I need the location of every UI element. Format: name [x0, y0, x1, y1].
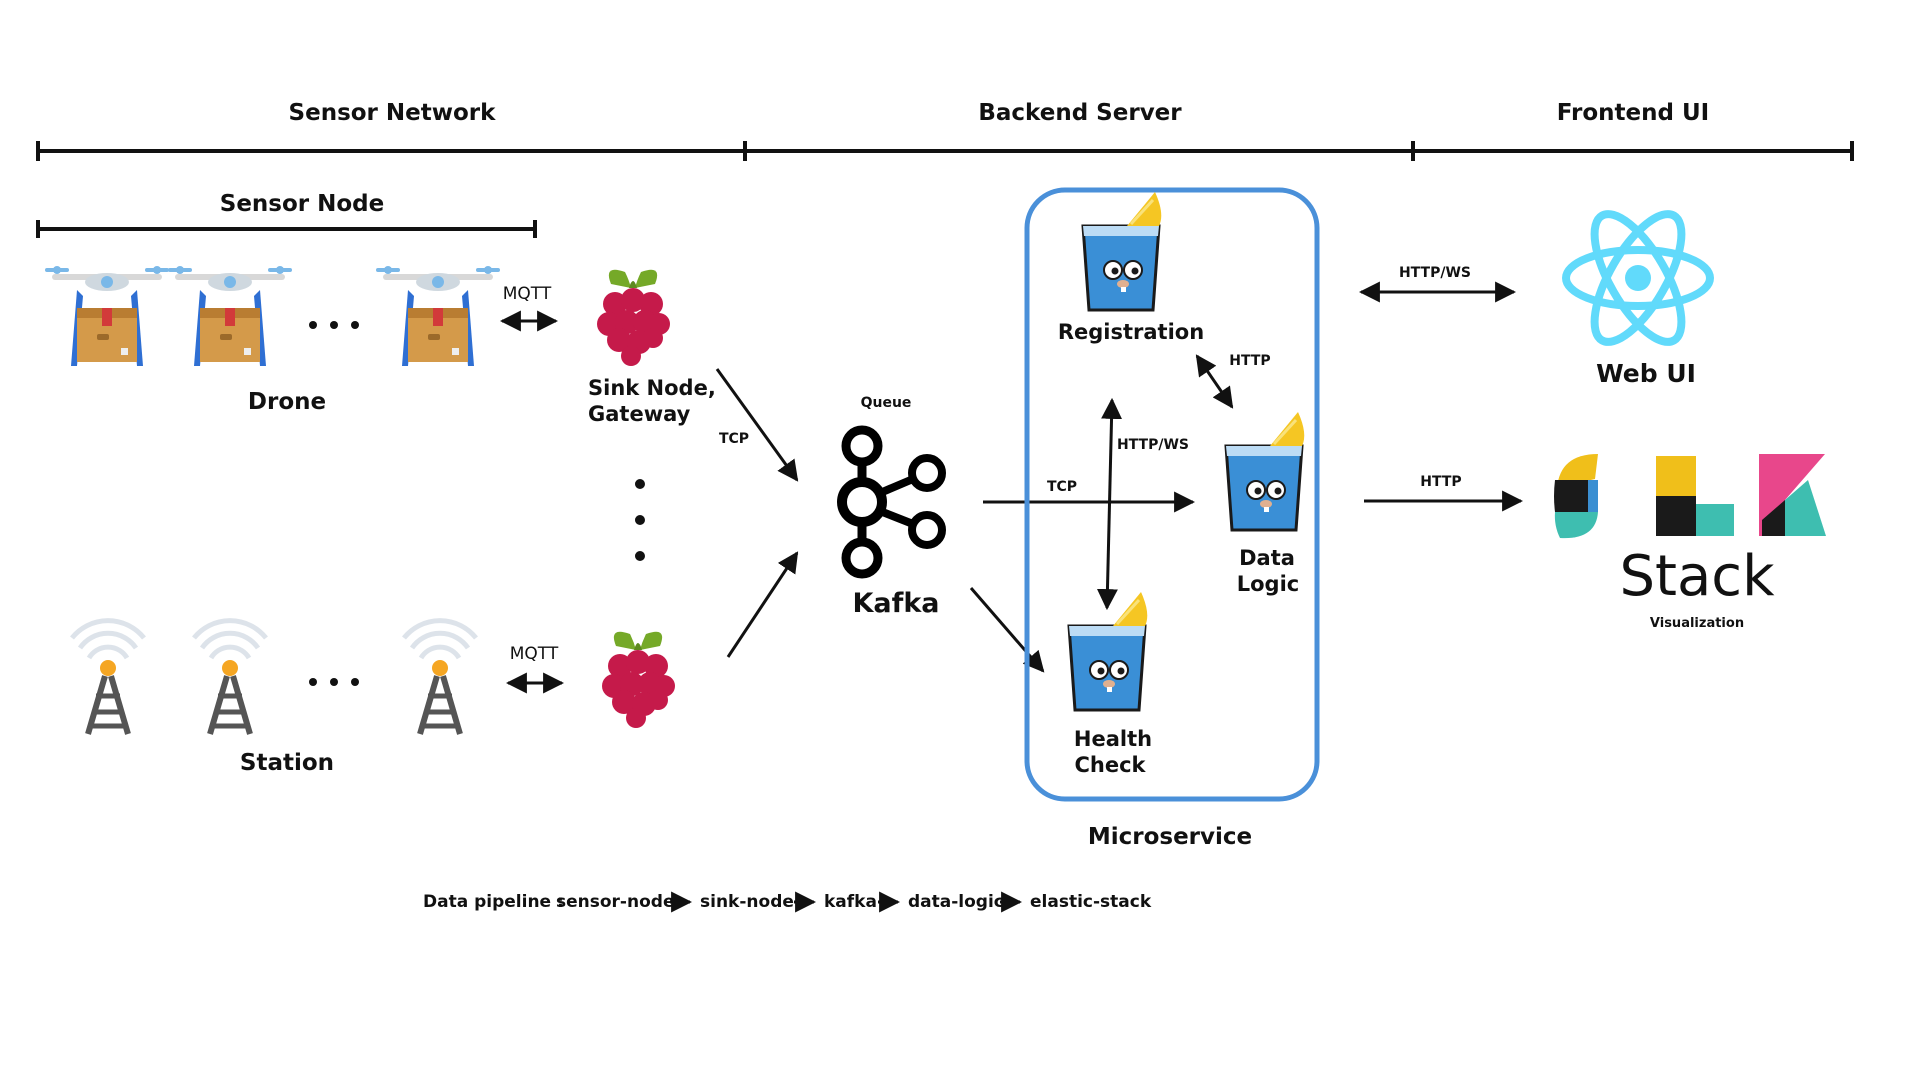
drone-icon: [45, 266, 169, 366]
drone-icon: [376, 266, 500, 366]
pipeline-step: data-logic: [908, 892, 1004, 912]
queue-label: Queue: [861, 395, 912, 411]
edge-registration-datalogic: [1195, 354, 1234, 409]
gopher-icon: [1081, 190, 1163, 312]
sink-node-label-line1: Sink Node,: [588, 376, 716, 400]
microservice-container: [1024, 187, 1320, 802]
health-check-label-line2: Check: [1074, 753, 1146, 777]
registration-label: Registration: [1058, 320, 1204, 344]
ellipsis-icon: [309, 678, 359, 686]
pipeline-step: kafka: [824, 892, 877, 912]
web-ui-label: Web UI: [1596, 359, 1696, 388]
edge-registration-healthcheck: [1096, 397, 1123, 611]
drone-icon: [168, 266, 292, 366]
kafka-icon: [837, 425, 946, 579]
ellipsis-icon: [309, 321, 359, 329]
section-title-sensor-network: Sensor Network: [289, 100, 497, 126]
station-label: Station: [240, 750, 334, 776]
section-title-frontend-ui: Frontend UI: [1557, 100, 1709, 126]
group-title-sensor-node: Sensor Node: [220, 191, 385, 217]
raspberry-pi-icon: [602, 631, 675, 728]
vertical-ellipsis-icon: [635, 479, 645, 561]
raspberry-pi-icon: [597, 269, 670, 366]
microservice-label: Microservice: [1088, 824, 1252, 850]
pipeline-step: elastic-stack: [1030, 892, 1152, 912]
stack-label: Stack: [1619, 544, 1775, 609]
gopher-icon: [1224, 410, 1306, 532]
antenna-tower-icon: [194, 621, 266, 734]
edge-label-httpws-internal: HTTP/WS: [1117, 437, 1189, 453]
drone-label: Drone: [248, 389, 326, 415]
visualization-label: Visualization: [1650, 616, 1744, 631]
pipeline-step: sensor-node: [556, 892, 674, 912]
edge-kafka-healthcheck: [969, 587, 1045, 673]
gopher-icon: [1067, 590, 1149, 712]
edge-sink-kafka-bottom: [726, 551, 799, 658]
edge-label-mqtt-drone: MQTT: [503, 284, 552, 304]
kafka-label: Kafka: [852, 588, 939, 619]
pipeline-label: Data pipeline :: [423, 892, 564, 912]
data-logic-label-line2: Logic: [1237, 572, 1300, 596]
sink-node-label-line2: Gateway: [588, 402, 691, 426]
edge-label-http-reg-data: HTTP: [1229, 353, 1270, 369]
pipeline-caption: Data pipeline : sensor-node sink-node ka…: [423, 891, 1152, 913]
elk-logo-icon: [1554, 454, 1826, 539]
antenna-tower-icon: [72, 621, 144, 734]
edge-label-tcp-sink-kafka: TCP: [719, 431, 749, 447]
edge-label-tcp-kafka-service: TCP: [1047, 479, 1077, 495]
pipeline-step: sink-node: [700, 892, 794, 912]
edge-sink-kafka-top: [715, 368, 799, 482]
antenna-tower-icon: [404, 621, 476, 734]
edge-label-httpws-web: HTTP/WS: [1399, 265, 1471, 281]
health-check-label-line1: Health: [1074, 727, 1152, 751]
data-logic-label-line1: Data: [1239, 546, 1295, 570]
sensor-node-ruler: [36, 220, 537, 238]
section-title-backend-server: Backend Server: [978, 100, 1182, 126]
edge-label-http-elk: HTTP: [1420, 474, 1461, 490]
edge-label-mqtt-station: MQTT: [510, 644, 559, 664]
react-icon: [1562, 210, 1714, 346]
section-ruler: [36, 141, 1854, 161]
